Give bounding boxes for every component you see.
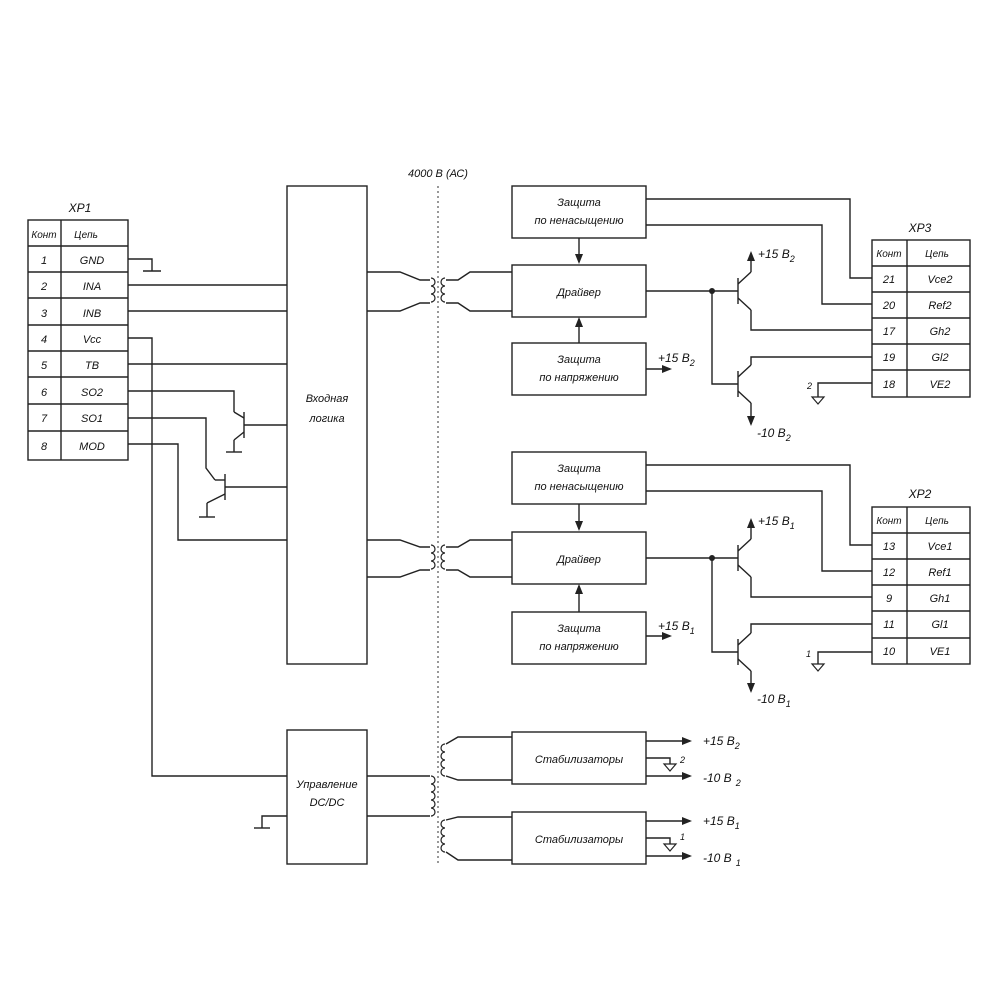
input-logic-label-1: Входная (306, 393, 349, 405)
connector-xp1: XP1 Конт Цепь 1 GND 2 INA 3 INB 4 Vcc 5 … (27, 201, 129, 461)
xp3-head-pin: Конт (876, 249, 901, 260)
stab2-p15: +15 В2 (703, 734, 740, 751)
xp1-title: XP1 (68, 201, 92, 215)
xp2-net: Vce1 (927, 541, 952, 553)
xp1-net: SO1 (81, 413, 103, 425)
xp3-pin: 19 (883, 352, 895, 364)
xp1-head-pin: Конт (31, 230, 56, 241)
stab2-gnd-index: 2 (679, 755, 685, 765)
xp1-pin: 3 (41, 308, 48, 320)
xp2-pin: 12 (883, 567, 895, 579)
xp3-net: VE2 (930, 379, 951, 391)
stab1-gnd-index: 1 (680, 832, 685, 842)
xp1-pin: 2 (40, 281, 47, 293)
xp2-net: Ref1 (928, 567, 951, 579)
xp3-pin: 18 (883, 379, 896, 391)
driver2-label: Драйвер (555, 287, 601, 299)
xp3-net: Gl2 (931, 352, 948, 364)
xp3-net: Vce2 (927, 274, 952, 286)
xp1-pin: 7 (41, 413, 48, 425)
desat2-label-2: по ненасыщению (534, 215, 623, 227)
dcdc-control-block: Управление DC/DC (254, 729, 368, 865)
stab1-p15: +15 В1 (703, 814, 740, 831)
ch2-m10: -10 В2 (757, 426, 791, 443)
xp2-pin: 10 (883, 646, 896, 658)
dcdc-label-1: Управление (295, 779, 357, 791)
xp2-head-net: Цепь (925, 516, 949, 527)
xp1-net: MOD (79, 441, 105, 453)
transistor-so2 (226, 411, 287, 453)
xp1-pin: 1 (41, 255, 47, 267)
desat2-label-1: Защита (557, 197, 601, 209)
uvp2-label-1: Защита (557, 354, 601, 366)
xp1-net: Vcc (83, 334, 102, 346)
xp1-pin: 8 (41, 441, 48, 453)
xp3-pin: 17 (883, 326, 896, 338)
input-logic-label-2: логика (308, 413, 344, 425)
xp1-net: SO2 (81, 387, 103, 399)
xp2-net: VE1 (930, 646, 951, 658)
xp3-pin: 20 (882, 300, 896, 312)
xp3-net: Ref2 (928, 300, 951, 312)
xp2-net: Gh1 (930, 593, 951, 605)
xp2-title: XP2 (908, 487, 932, 501)
connector-xp3: XP3 Конт Цепь 21 Vce2 20 Ref2 17 Gh2 19 … (871, 221, 971, 398)
xp3-net: Gh2 (930, 326, 951, 338)
uvp1-rail: +15 В1 (658, 619, 695, 636)
isolation-label: 4000 В (АС) (408, 168, 468, 180)
desat1-label-2: по ненасыщению (534, 481, 623, 493)
dcdc-label-2: DC/DC (310, 797, 345, 809)
driver1-label: Драйвер (555, 554, 601, 566)
stab2-label: Стабилизаторы (535, 754, 623, 766)
xp3-pin: 21 (882, 274, 895, 286)
xp2-pin: 13 (883, 541, 896, 553)
ch1-gnd-index: 1 (806, 649, 811, 659)
xp2-pin: 11 (883, 619, 894, 631)
xp1-wiring (128, 258, 287, 777)
xp3-title: XP3 (908, 221, 932, 235)
xp1-pin: 5 (41, 360, 48, 372)
xp1-pin: 6 (41, 387, 48, 399)
desat1-label-1: Защита (557, 463, 601, 475)
uvp2-rail: +15 В2 (658, 351, 695, 368)
xp1-pin: 4 (41, 334, 47, 346)
xp1-net: TB (85, 360, 99, 372)
ch2-p15: +15 В2 (758, 247, 795, 264)
transistor-so1 (199, 474, 287, 518)
ch1-m10: -10 В1 (757, 692, 791, 709)
xp3-head-net: Цепь (925, 249, 949, 260)
xp2-net: Gl1 (931, 619, 948, 631)
stab1-label: Стабилизаторы (535, 834, 623, 846)
xp2-pin: 9 (886, 593, 892, 605)
uvp2-label-2: по напряжению (539, 372, 618, 384)
channel-2: Защита по ненасыщению Драйвер Защита по … (367, 185, 872, 443)
ch1-p15: +15 В1 (758, 514, 795, 531)
input-logic-block: Входная логика (286, 185, 368, 665)
xp1-net: INB (83, 308, 101, 320)
channel-1: Защита по ненасыщению Драйвер Защита по … (367, 451, 872, 709)
xp1-net: GND (80, 255, 105, 267)
xp1-head-net: Цепь (74, 230, 98, 241)
xp2-head-pin: Конт (876, 516, 901, 527)
uvp1-label-1: Защита (557, 623, 601, 635)
uvp1-label-2: по напряжению (539, 641, 618, 653)
xp1-net: INA (83, 281, 101, 293)
connector-xp2: XP2 Конт Цепь 13 Vce1 12 Ref1 9 Gh1 11 G… (871, 487, 971, 665)
ch2-gnd-index: 2 (806, 381, 812, 391)
